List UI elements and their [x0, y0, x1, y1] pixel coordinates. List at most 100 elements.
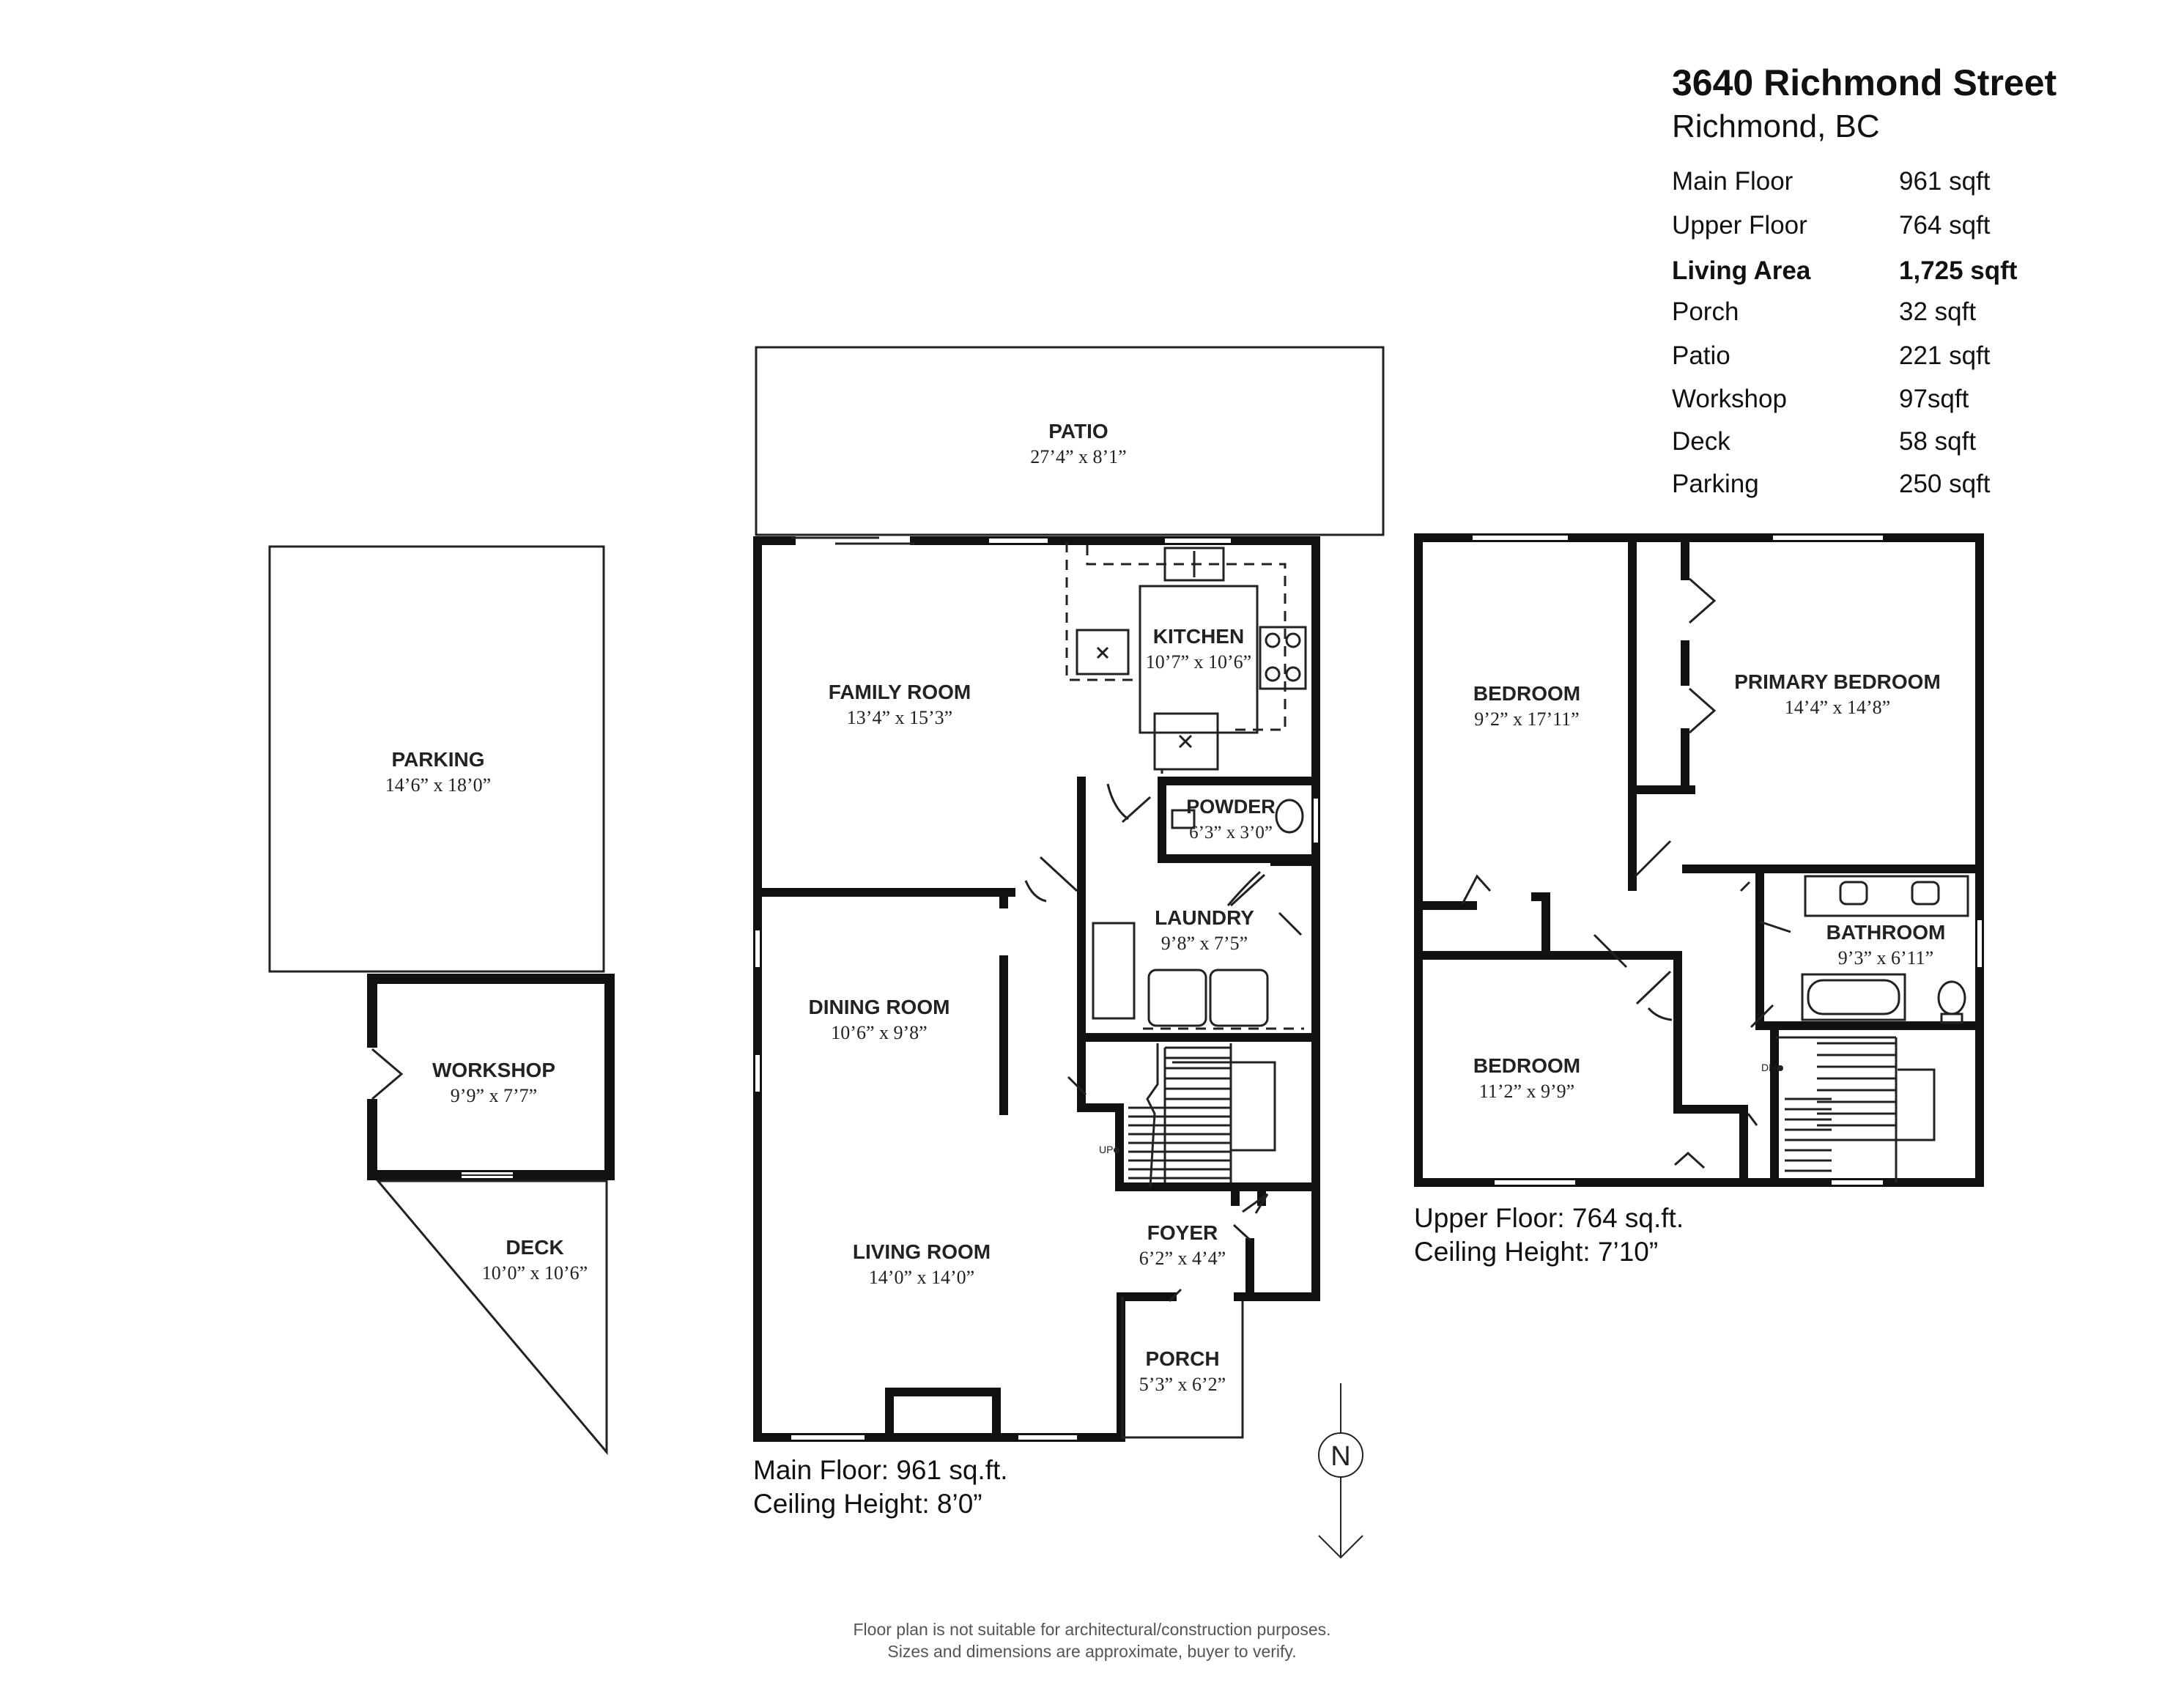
bathroom-fixtures [1801, 875, 1969, 1024]
upper-floor-note: Upper Floor: 764 sq.ft. Ceiling Height: … [1414, 1202, 1684, 1270]
area-value: 221 sqft [1899, 341, 1991, 370]
kitchen-cabinet [1139, 585, 1259, 734]
stairs-down-label: DN [1761, 1062, 1776, 1073]
workshop-door-gap [366, 1048, 380, 1099]
workshop-door-swing [371, 1048, 404, 1100]
dryer-icon [1209, 969, 1269, 1027]
area-label: Deck [1672, 427, 1730, 456]
kitchen-label: KITCHEN [1153, 625, 1244, 648]
kitchen-sink-icon [1163, 547, 1225, 582]
main-floor-ceiling: Ceiling Height: 8’0” [753, 1489, 982, 1519]
stairs-down-marker [1777, 1065, 1783, 1071]
upper-floor-doors [1461, 577, 1791, 1169]
bathroom-label: BATHROOM [1826, 921, 1946, 944]
foyer-label: FOYER [1147, 1221, 1218, 1244]
upper-stairs [1776, 1036, 1936, 1182]
upper-floor-walls [1414, 533, 1984, 1187]
main-floor-doors [1024, 783, 1303, 1303]
porch-label: PORCH [1145, 1347, 1219, 1370]
deck-label: DECK [506, 1236, 563, 1259]
stairs-up-label: UP [1099, 1144, 1113, 1155]
area-value: 97sqft [1899, 385, 1969, 413]
area-label: Parking [1672, 470, 1759, 498]
porch-area [1121, 1297, 1244, 1439]
north-compass: N [1318, 1383, 1363, 1559]
disclaimer-line-2: Sizes and dimensions are approximate, bu… [887, 1641, 1297, 1661]
property-city: Richmond, BC [1672, 108, 1880, 144]
area-value: 961 sqft [1899, 167, 1991, 196]
patio-outline [755, 346, 1385, 536]
area-value: 32 sqft [1899, 297, 1977, 326]
area-value: 1,725 sqft [1899, 256, 2018, 285]
deck-area [375, 1180, 608, 1456]
bedroom-2-dimensions: 11’2” x 9’9” [1479, 1081, 1574, 1102]
area-label: Porch [1672, 297, 1739, 326]
upper-toilet-icon [1937, 980, 1966, 1015]
main-stair-treads [1128, 1046, 1231, 1180]
powder-dimensions: 6’3” x 3’0” [1189, 823, 1273, 843]
area-value: 58 sqft [1899, 427, 1977, 456]
area-label: Upper Floor [1672, 211, 1807, 240]
parking-area [268, 545, 605, 973]
disclaimer: Floor plan is not suitable for architect… [0, 1619, 2184, 1663]
kitchen-dimensions: 10’7” x 10’6” [1146, 651, 1251, 673]
workshop-dimensions: 9’9” x 7’7” [451, 1085, 537, 1106]
family-room-dimensions: 13’4” x 15’3” [847, 707, 952, 728]
family-room-label: FAMILY ROOM [829, 681, 971, 703]
area-value: 250 sqft [1899, 470, 1991, 498]
laundry-tub-icon [1092, 922, 1136, 1020]
area-label: Living Area [1672, 256, 1811, 285]
area-label: Main Floor [1672, 167, 1794, 196]
bathtub-icon [1801, 973, 1906, 1021]
sliding-door [791, 536, 914, 545]
kitchen-fixtures [1065, 542, 1307, 778]
stairs-up-marker [1114, 1147, 1119, 1153]
area-label: Patio [1672, 341, 1730, 370]
main-floor-windows [755, 538, 1318, 1440]
vanity-counter [1804, 875, 1969, 917]
parking-outline [268, 545, 605, 973]
workshop-area [366, 974, 615, 1180]
bath-sink-icon [1911, 881, 1940, 906]
dining-room-label: DINING ROOM [809, 996, 950, 1018]
bedroom-1-label: BEDROOM [1473, 682, 1580, 705]
area-summary-table: Main Floor 961 sqft Upper Floor 764 sqft… [1672, 167, 2111, 511]
property-header: 3640 Richmond Street Richmond, BC [1672, 62, 2057, 145]
laundry-fixtures [1092, 922, 1304, 1030]
area-label: Workshop [1672, 385, 1787, 413]
toilet-icon [1275, 799, 1304, 834]
living-room-label: LIVING ROOM [853, 1240, 991, 1263]
patio-area [755, 346, 1385, 536]
compass-north-letter: N [1330, 1441, 1350, 1472]
patio-label: PATIO [1048, 420, 1108, 443]
foyer-dimensions: 6’2” x 4’4” [1139, 1248, 1226, 1269]
washer-icon [1147, 969, 1207, 1027]
upper-floor-windows [1473, 536, 1982, 1185]
patio-dimensions: 27’4” x 8’1” [1030, 446, 1126, 467]
compass-arrow-icon [1318, 1535, 1363, 1559]
primary-bedroom-dimensions: 14’4” x 14’8” [1785, 697, 1890, 718]
parking-dimensions: 14’6” x 18’0” [385, 774, 491, 796]
upper-stair-treads [1785, 1042, 1896, 1172]
workshop-label: WORKSHOP [432, 1059, 555, 1081]
upper-floor-area: Upper Floor: 764 sq.ft. [1414, 1203, 1684, 1233]
upper-floor-ceiling: Ceiling Height: 7’10” [1414, 1237, 1659, 1267]
main-stairs [1146, 1043, 1276, 1188]
porch-dimensions: 5’3” x 6’2” [1139, 1374, 1226, 1395]
laundry-dimensions: 9’8” x 7’5” [1161, 933, 1248, 954]
property-address: 3640 Richmond Street [1672, 62, 2057, 103]
dining-room-dimensions: 10’6” x 9’8” [831, 1022, 927, 1043]
primary-bedroom-label: PRIMARY BEDROOM [1734, 670, 1941, 693]
disclaimer-line-1: Floor plan is not suitable for architect… [853, 1620, 1331, 1639]
deck-dimensions: 10’0” x 10’6” [482, 1262, 588, 1284]
powder-fixtures [1171, 799, 1304, 834]
parking-label: PARKING [391, 748, 484, 771]
main-floor-area: Main Floor: 961 sq.ft. [753, 1455, 1008, 1485]
laundry-label: LAUNDRY [1155, 906, 1254, 929]
main-floor-note: Main Floor: 961 sq.ft. Ceiling Height: 8… [753, 1454, 1008, 1522]
bath-sink-icon [1839, 881, 1868, 906]
main-floor-walls [753, 536, 1320, 1442]
kitchen-island-sink-icon [1076, 629, 1130, 675]
area-value: 764 sqft [1899, 211, 1991, 240]
